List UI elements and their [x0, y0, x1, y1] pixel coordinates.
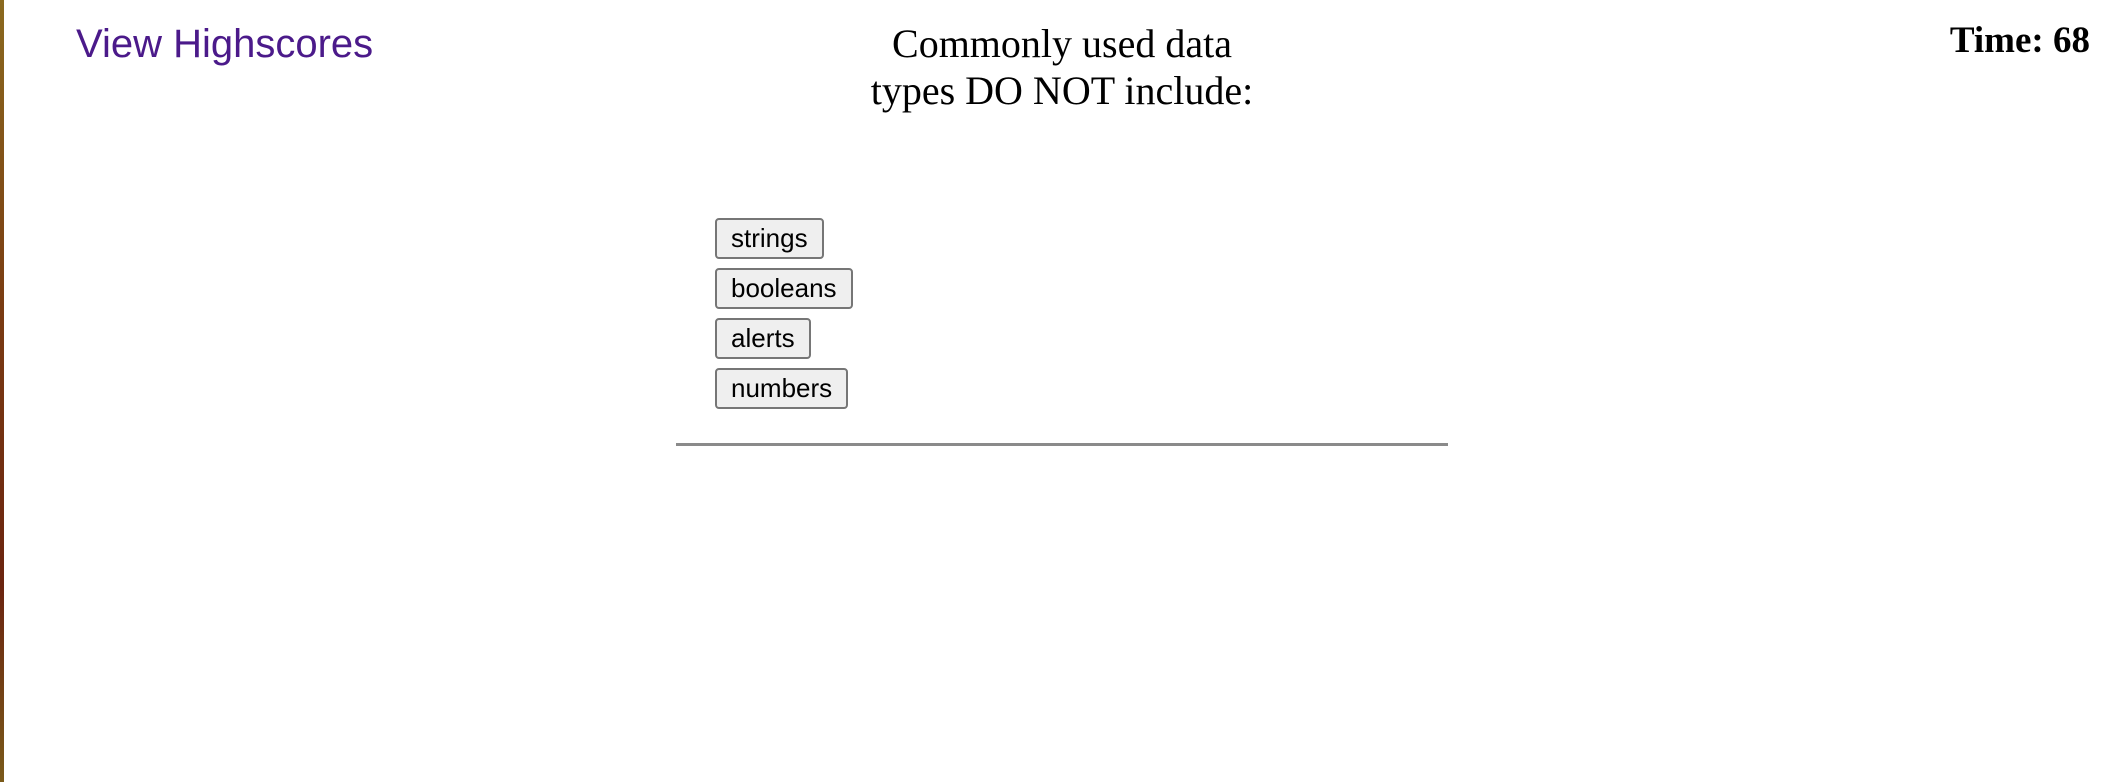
- timer-display: Time: 68: [1949, 20, 2090, 61]
- choice-booleans-button[interactable]: booleans: [715, 268, 853, 309]
- answer-choices: strings booleans alerts numbers: [715, 218, 853, 418]
- choice-numbers-button[interactable]: numbers: [715, 368, 849, 409]
- choice-strings-button[interactable]: strings: [715, 218, 824, 259]
- choice-alerts-button[interactable]: alerts: [715, 318, 811, 359]
- question-title: Commonly used data types DO NOT include:: [862, 20, 1262, 114]
- view-highscores-link[interactable]: View Highscores: [76, 22, 374, 66]
- result-divider: [676, 443, 1448, 446]
- question-line-2: types DO NOT include:: [870, 68, 1254, 113]
- question-line-1: Commonly used data: [892, 21, 1232, 66]
- window-edge-strip: [0, 0, 4, 782]
